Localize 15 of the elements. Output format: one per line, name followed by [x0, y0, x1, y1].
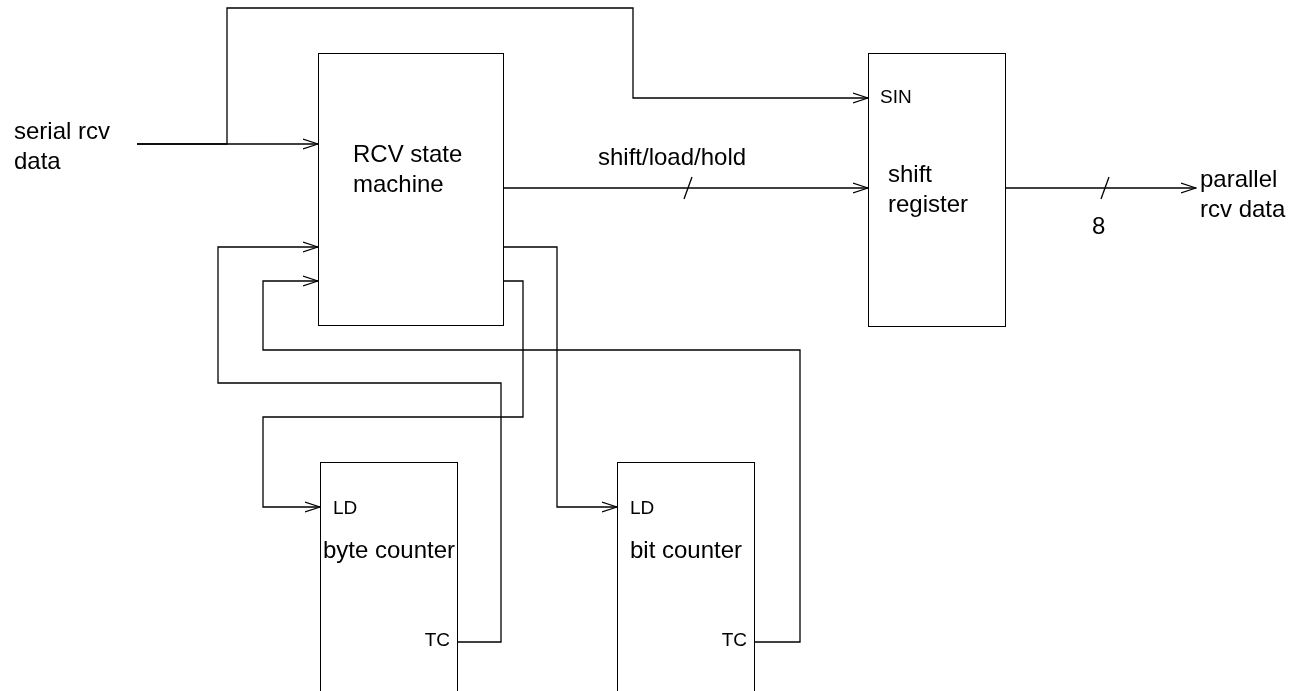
pin-label: LD [333, 496, 358, 520]
counter-block [320, 462, 458, 691]
signal-label: parallel rcv data [1200, 164, 1287, 224]
block-label: byte counter [321, 535, 457, 565]
pin-label: LD [630, 496, 655, 520]
pin-label: TC [721, 628, 747, 652]
signal-label: serial rcv data [14, 116, 111, 176]
block-label: RCV state machine [353, 139, 464, 199]
counter-block [617, 462, 755, 691]
block-label: shift register [888, 159, 970, 219]
block-label: bit counter [628, 535, 744, 565]
pin-label: SIN [880, 85, 912, 109]
pin-label: TC [424, 628, 450, 652]
state-machine-block [318, 53, 504, 326]
shift-register-block [868, 53, 1006, 327]
